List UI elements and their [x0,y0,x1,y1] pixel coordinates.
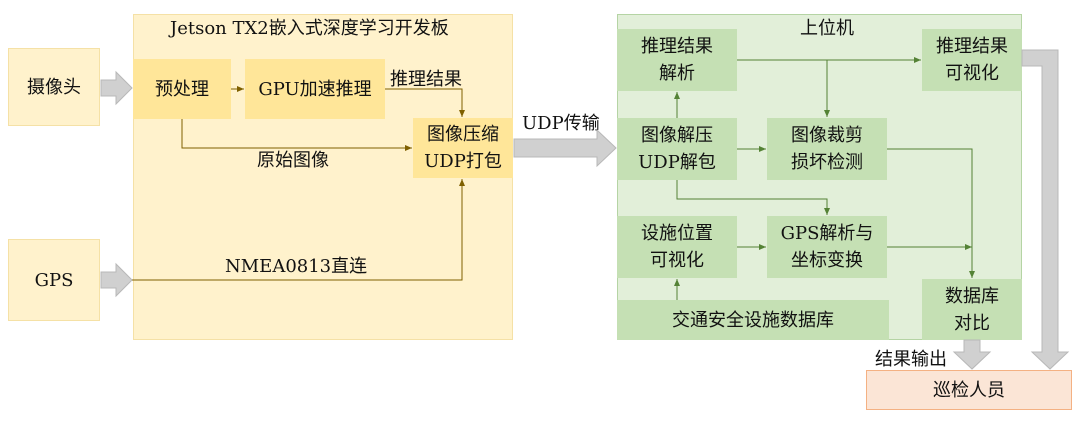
nmea-connector [132,179,465,281]
database-label: 交通安全设施数据库 [672,309,834,331]
raw-image-label: 原始图像 [257,150,329,171]
inspector-label: 巡检人员 [933,379,1005,401]
decompress-line2: UDP解包 [638,152,716,173]
database-box: 交通安全设施数据库 [617,300,889,340]
crop-to-compare-arrow [887,148,975,278]
crop-detect-box: 图像裁剪 损坏检测 [767,118,887,180]
camera-box: 摄像头 [8,48,100,126]
gpu-infer-box: GPU加速推理 [245,59,385,119]
parse-result-line2: 解析 [659,63,695,84]
camera-big-arrow [100,70,133,106]
compress-pack-box: 图像压缩 UDP打包 [413,118,513,178]
gpu-to-compress-arrow [385,88,465,117]
decompress-unpack-box: 图像解压 UDP解包 [617,118,737,180]
raw-image-connector [181,119,412,151]
decompress-line1: 图像解压 [641,125,713,146]
udp-transfer-label: UDP传输 [522,113,600,134]
jetson-board-title: Jetson TX2嵌入式深度学习开发板 [170,18,449,39]
facility-visual-box: 设施位置 可视化 [617,216,737,278]
facility-line1: 设施位置 [641,223,713,244]
gps-transform-box: GPS解析与 坐标变换 [767,216,887,278]
crop-line1: 图像裁剪 [791,125,863,146]
camera-label: 摄像头 [27,76,81,98]
preprocess-box: 预处理 [133,59,231,119]
visualize-line1: 推理结果 [936,36,1008,57]
preprocess-label: 预处理 [155,78,209,100]
gps-transform-line2: 坐标变换 [791,250,863,271]
result-output-label: 结果输出 [875,349,947,370]
facility-line2: 可视化 [650,250,704,271]
db-compare-line1: 数据库 [945,285,999,307]
pack-label: UDP打包 [424,151,502,172]
parse-result-box: 推理结果 解析 [617,29,737,91]
gps-transform-line1: GPS解析与 [780,223,874,244]
gpu-infer-label: GPU加速推理 [258,78,372,100]
result-output-big-arrow [952,339,992,370]
compress-label: 图像压缩 [427,124,499,145]
db-compare-line2: 对比 [954,312,990,334]
gps-big-arrow [100,262,133,298]
host-title: 上位机 [800,18,854,39]
gps-label: GPS [34,269,74,291]
gps-box: GPS [8,239,100,321]
crop-line2: 损坏检测 [791,152,863,173]
udp-transfer-big-arrow [513,128,617,168]
nmea-label: NMEA0813直连 [225,256,368,277]
decompress-to-gps-arrow [676,180,830,215]
inspector-box: 巡检人员 [866,370,1072,410]
visualize-result-box: 推理结果 可视化 [922,29,1022,91]
infer-result-label: 推理结果 [390,69,462,90]
visualize-to-inspector-big-arrow [1021,49,1070,370]
db-compare-box: 数据库 对比 [922,279,1022,340]
parse-result-line1: 推理结果 [641,36,713,57]
visualize-line2: 可视化 [945,63,999,84]
